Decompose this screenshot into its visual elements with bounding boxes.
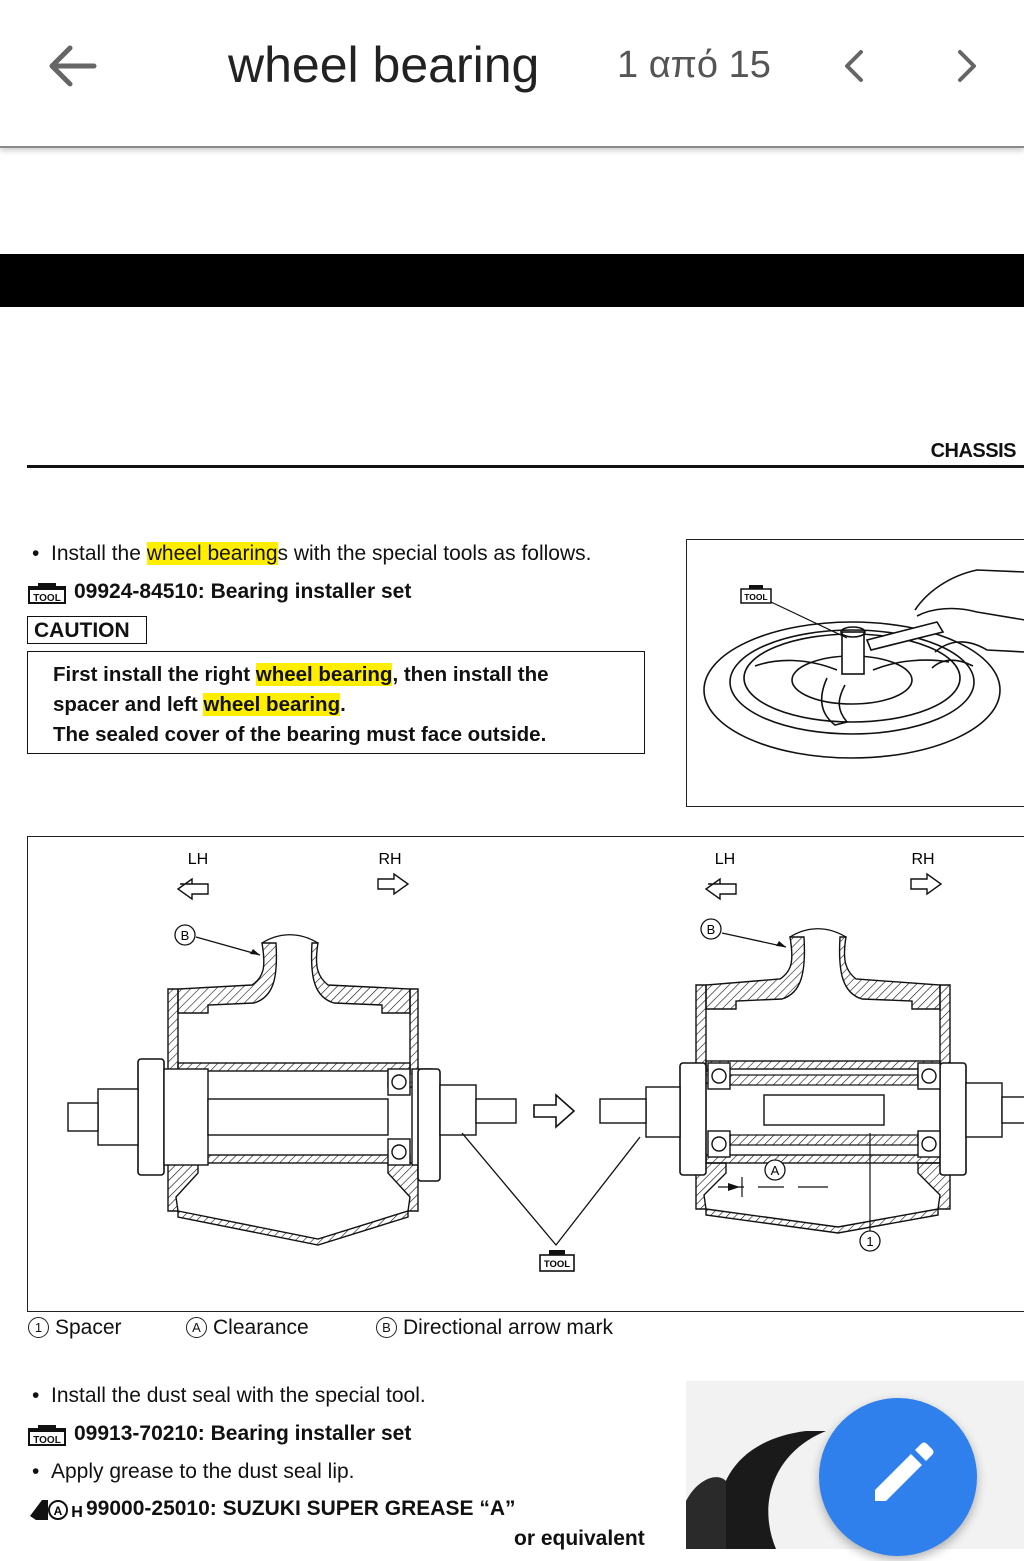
tool-spec-2: 09913-70210: Bearing installer set bbox=[74, 1422, 412, 1445]
tool-icon: TOOL bbox=[28, 1425, 66, 1446]
back-button[interactable] bbox=[40, 38, 104, 94]
rh-label: RH bbox=[911, 851, 934, 868]
callout-letter: B bbox=[376, 1317, 397, 1338]
search-title: wheel bearing bbox=[228, 37, 540, 93]
tool-icon: TOOL bbox=[740, 585, 772, 604]
section-rule bbox=[27, 465, 1024, 468]
grease-icon-letter: A bbox=[54, 1504, 63, 1518]
caution-label: CAUTION bbox=[27, 616, 147, 644]
caption-arrow-mark: B Directional arrow mark bbox=[376, 1316, 613, 1340]
grease-icon-suffix: H bbox=[71, 1504, 83, 1521]
lh-arrow-icon bbox=[176, 877, 209, 901]
right-view: LH RH B bbox=[599, 851, 1024, 1252]
dust-seal-instruction: Install the dust seal with the special t… bbox=[51, 1384, 426, 1407]
caption-text: Directional arrow mark bbox=[403, 1316, 614, 1339]
caption-clearance: A Clearance bbox=[186, 1316, 309, 1340]
callout-number: 1 bbox=[28, 1317, 49, 1338]
tool-icon-text: TOOL bbox=[744, 592, 767, 602]
search-highlight: wheel bearing bbox=[146, 542, 278, 565]
wheel-illustration: TOOL bbox=[686, 539, 1024, 807]
caption-spacer: 1 Spacer bbox=[28, 1316, 122, 1340]
next-match-button[interactable] bbox=[946, 42, 986, 90]
transition-arrow-icon bbox=[533, 1093, 576, 1129]
tool-icon: TOOL bbox=[539, 1250, 575, 1272]
bearing-cross-section-diagram: LH RH B bbox=[27, 836, 1024, 1312]
text-run: First install the right wheel bearing, t… bbox=[53, 660, 549, 690]
text-run: Install the bbox=[51, 542, 147, 565]
tool-spec-1: 09924-84510: Bearing installer set bbox=[74, 580, 412, 603]
bullet-dot: • bbox=[32, 542, 40, 565]
chevron-left-icon bbox=[845, 50, 863, 82]
text-run: First install the right bbox=[53, 663, 256, 686]
match-counter: 1 από 15 bbox=[617, 44, 771, 86]
mark-1: 1 bbox=[866, 1234, 873, 1249]
caution-line-2: spacer and left wheel bearing. bbox=[53, 690, 620, 720]
mark-b: B bbox=[181, 928, 190, 943]
chevron-right-icon bbox=[958, 50, 976, 82]
wheel-drawing: TOOL bbox=[703, 569, 1024, 759]
diagram-drawing: LH RH B bbox=[67, 851, 1024, 1272]
tool-icon-text: TOOL bbox=[544, 1259, 570, 1270]
text-run: , then install the bbox=[392, 663, 549, 686]
text-run: spacer and left bbox=[53, 693, 204, 716]
mark-a: A bbox=[771, 1163, 780, 1178]
bullet-dot: • bbox=[32, 1460, 40, 1483]
grease-icon: A H bbox=[30, 1500, 83, 1521]
grease-instruction: Apply grease to the dust seal lip. bbox=[51, 1460, 355, 1483]
caution-box: First install the right wheel bearing, t… bbox=[27, 651, 645, 754]
callout-letter: A bbox=[186, 1317, 207, 1338]
search-highlight: wheel bearing bbox=[203, 693, 341, 716]
section-title: CHASSIS bbox=[930, 440, 1017, 462]
pencil-icon bbox=[875, 1442, 934, 1501]
left-view: LH RH B bbox=[67, 851, 517, 1246]
grease-spec: 99000-25010: SUZUKI SUPER GREASE “A” bbox=[86, 1497, 516, 1520]
text-run: s with the special tools as follows. bbox=[277, 542, 592, 565]
lh-label: LH bbox=[188, 851, 208, 868]
caution-line-1: First install the right wheel bearing, t… bbox=[53, 660, 620, 690]
mark-b: B bbox=[707, 922, 716, 937]
previous-match-button[interactable] bbox=[835, 42, 875, 90]
top-app-bar: wheel bearing 1 από 15 bbox=[0, 0, 1024, 148]
tool-icon-text: TOOL bbox=[33, 593, 61, 604]
or-equivalent-note: or equivalent bbox=[514, 1527, 645, 1550]
page-header-bar bbox=[0, 254, 1024, 307]
arrow-left-icon bbox=[49, 45, 97, 87]
bullet-dot: • bbox=[32, 1384, 40, 1407]
tool-icon: TOOL bbox=[28, 583, 66, 604]
search-highlight: wheel bearing bbox=[255, 663, 393, 686]
rh-arrow-icon bbox=[910, 872, 943, 896]
caution-line-3: The sealed cover of the bearing must fac… bbox=[53, 723, 547, 746]
lh-arrow-icon bbox=[704, 877, 737, 901]
caption-text: Clearance bbox=[213, 1316, 309, 1339]
tool-icon-text: TOOL bbox=[33, 1435, 61, 1446]
install-instruction: Install the wheel bearings with the spec… bbox=[51, 542, 591, 566]
edit-fab-button[interactable] bbox=[819, 1398, 977, 1556]
rh-label: RH bbox=[378, 851, 401, 868]
lh-label: LH bbox=[715, 851, 735, 868]
caption-text: Spacer bbox=[55, 1316, 122, 1339]
text-run: . bbox=[340, 693, 346, 716]
rh-arrow-icon bbox=[377, 872, 410, 896]
